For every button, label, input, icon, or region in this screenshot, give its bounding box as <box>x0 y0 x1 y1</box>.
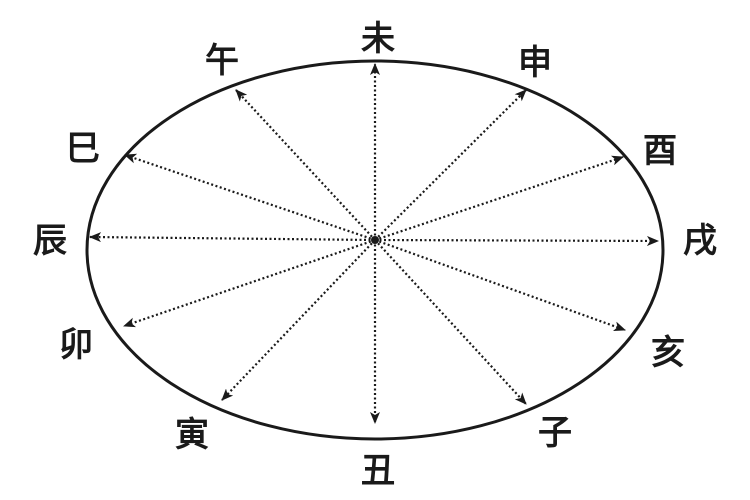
branch-label-wei: 未 <box>361 19 395 59</box>
arrows-group <box>89 63 659 424</box>
outer-circle <box>85 59 665 441</box>
arrow-to-zi <box>374 239 527 405</box>
arrow-to-you <box>374 155 624 242</box>
branch-label-hai: 亥 <box>651 333 685 373</box>
branch-label-xu: 戌 <box>683 221 717 261</box>
branch-label-mao: 卯 <box>59 325 93 365</box>
branch-label-zi: 子 <box>538 413 572 453</box>
branch-label-chou: 丑 <box>361 451 395 491</box>
arrow-to-mao <box>123 238 376 328</box>
arrow-to-si <box>124 153 376 242</box>
branch-label-si: 巳 <box>66 129 100 169</box>
branch-label-wu: 午 <box>205 41 239 81</box>
branch-label-yin: 寅 <box>175 415 209 455</box>
arrow-to-shen <box>374 89 527 241</box>
branch-label-shen: 申 <box>518 43 552 83</box>
branch-label-you: 酉 <box>643 131 677 171</box>
arrow-to-hai <box>374 238 626 332</box>
arrow-to-chen <box>89 232 376 243</box>
branch-label-chen: 辰 <box>33 221 67 261</box>
center-point <box>371 236 379 244</box>
arrow-to-xu <box>374 235 659 246</box>
arrow-to-yin <box>221 239 376 401</box>
branch-labels: 未 申 酉 戌 亥 子 丑 寅 卯 辰 巳 午 <box>33 19 717 491</box>
